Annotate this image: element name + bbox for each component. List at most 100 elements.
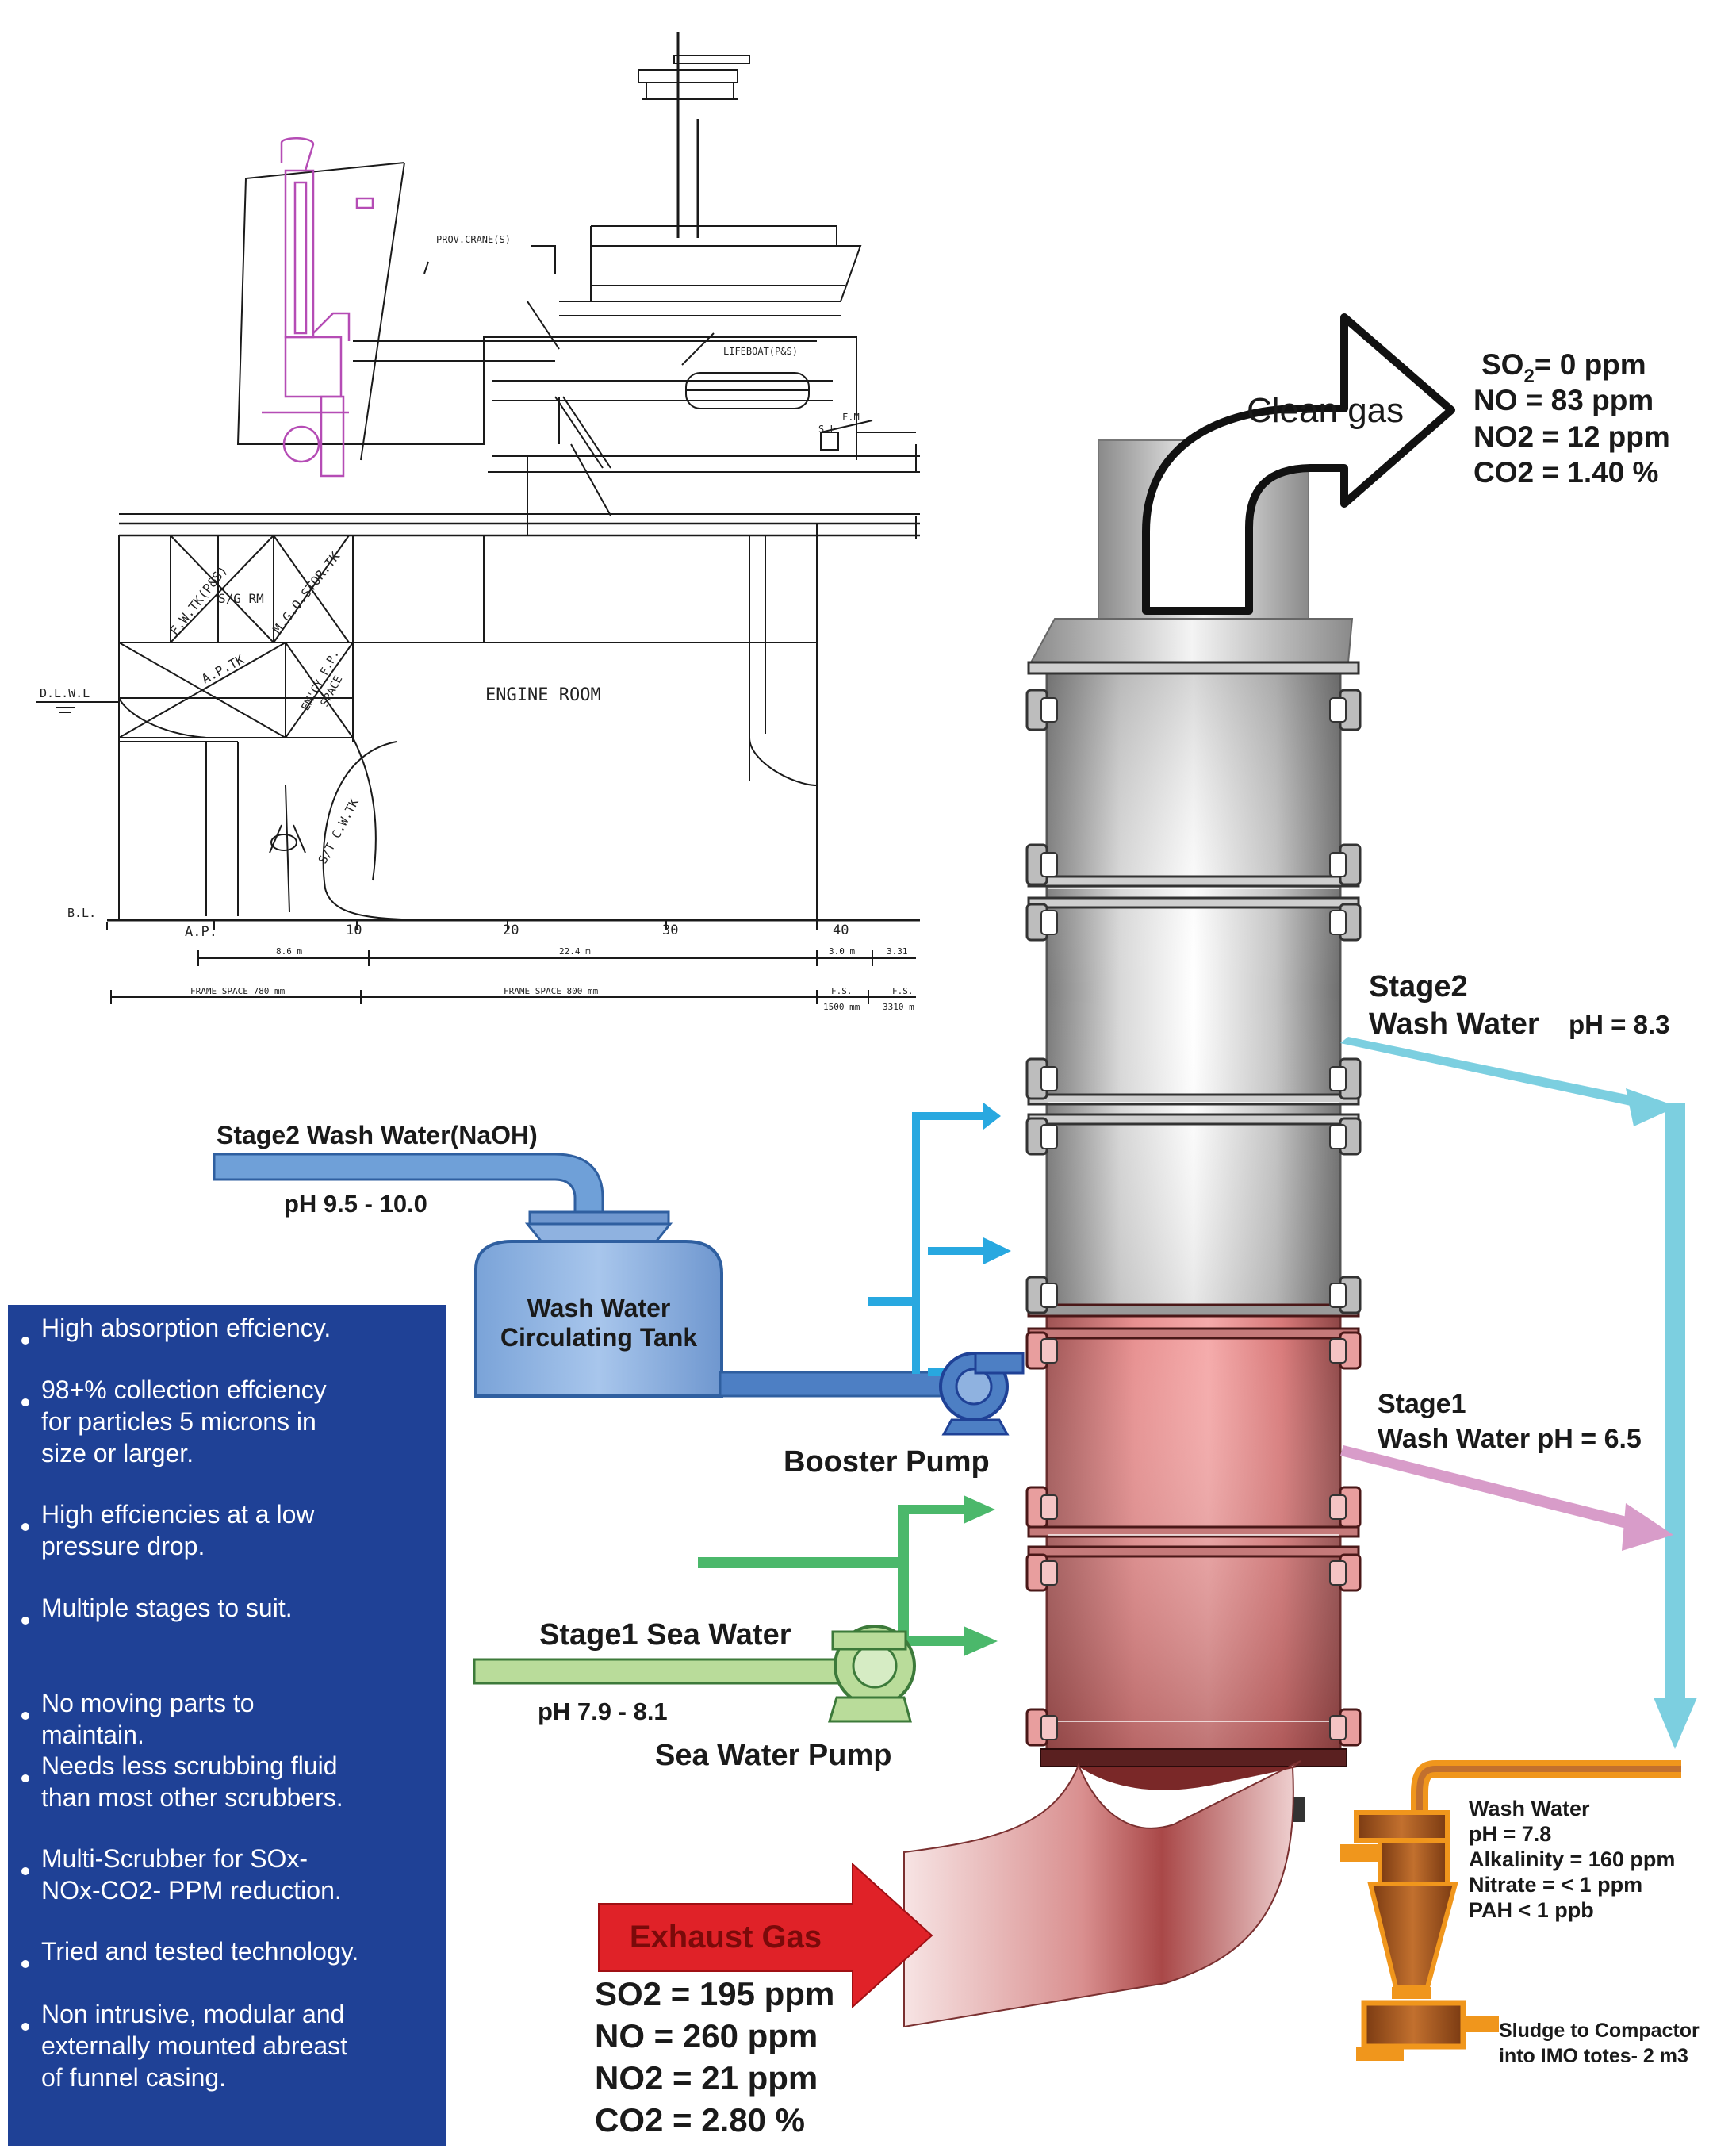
feature-item-line: than most other scrubbers.: [41, 1783, 343, 1812]
feature-bullet: [21, 1337, 29, 1345]
feature-item-line: size or larger.: [41, 1439, 194, 1467]
feature-item-line: maintain.: [41, 1721, 144, 1749]
stage2-return-line: [1340, 1037, 1697, 1749]
feature-item-line: Needs less scrubbing fluid: [41, 1751, 338, 1780]
feature-bullet: [21, 1523, 29, 1531]
booster-pump: [939, 1352, 1025, 1436]
wash-water-tank: Wash Water Circulating Tank: [474, 1210, 723, 1398]
feature-item-line: of funnel casing.: [41, 2063, 226, 2092]
feature-bullet: [21, 1867, 29, 1875]
stage2-title: Stage2: [1369, 970, 1468, 1003]
dim-3-31: 3.31: [887, 946, 908, 957]
fs-3310: 3310 m: [883, 1002, 914, 1012]
stage2-return-label: Stage2 Wash Water pH = 8.3: [1369, 970, 1669, 1041]
feature-item-line: Multi-Scrubber for SOx-: [41, 1844, 308, 1873]
stage1-supply-ph: pH 7.9 - 8.1: [538, 1698, 668, 1725]
bl-label: B.L.: [67, 906, 96, 920]
discharge-alkalinity: Alkalinity = 160 ppm: [1469, 1847, 1675, 1871]
fm-label: F.M: [842, 412, 860, 423]
exhaust-arrow: [598, 1862, 933, 2009]
stage2-ph: pH = 8.3: [1569, 1010, 1669, 1039]
sl-label: S.L: [818, 424, 836, 435]
stage2-supply-label: Stage2 Wash Water(NaOH): [217, 1121, 538, 1149]
exhaust-no: NO = 260 ppm: [595, 2017, 818, 2054]
sludge-label: Sludge to Compactor into IMO totes- 2 m3: [1499, 2020, 1700, 2067]
mgo-tk-label: M.G.O.STOR.TK: [270, 549, 343, 637]
frame-30: 30: [662, 923, 678, 938]
sg-rm-label: S/G RM: [218, 591, 264, 606]
feature-item-line: Tried and tested technology.: [41, 1937, 358, 1966]
clean-no-value: NO = 83 ppm: [1473, 384, 1654, 416]
dim-22-4: 22.4 m: [559, 946, 591, 957]
feature-item-line: High absorption effciency.: [41, 1314, 331, 1342]
dlwl-label: D.L.W.L: [40, 686, 90, 700]
stage2-supply-pipe: [213, 1153, 604, 1219]
feature-item-line: NOx-CO2- PPM reduction.: [41, 1876, 342, 1905]
stage1-title: Stage1: [1378, 1389, 1466, 1419]
sea-water-pump-label: Sea Water Pump: [655, 1739, 891, 1772]
exhaust-no2: NO2 = 21 ppm: [595, 2059, 818, 2097]
fs-label-2: F.S.: [892, 986, 914, 996]
feature-item-line: pressure drop.: [41, 1532, 205, 1560]
feature-item-line: Non intrusive, modular and: [41, 2000, 344, 2028]
funnel-scrubber-sketch: [262, 137, 374, 478]
clean-gas-arrow: [1142, 313, 1455, 615]
ap-label: A.P.: [185, 924, 217, 940]
clean-gas-values: SO2= 0 ppm NO = 83 ppm NO2 = 12 ppm CO2 …: [1473, 348, 1670, 489]
booster-pump-label: Booster Pump: [784, 1445, 990, 1479]
features-panel: [8, 1305, 446, 2146]
discharge-title: Wash Water: [1469, 1797, 1590, 1820]
feature-bullet: [21, 1960, 29, 1968]
clean-so2-value: = 0 ppm: [1535, 348, 1646, 381]
stage1-supply-label: Stage1 Sea Water: [539, 1618, 791, 1652]
clean-gas-label: Clean gas: [1247, 391, 1404, 430]
fs-label-1: F.S.: [831, 986, 853, 996]
exhaust-values: SO2 = 195 ppm NO = 260 ppm NO2 = 21 ppm …: [595, 1975, 834, 2139]
exhaust-label: Exhaust Gas: [630, 1920, 822, 1955]
discharge-ph: pH = 7.8: [1469, 1822, 1551, 1846]
discharge-values: Wash Water pH = 7.8 Alkalinity = 160 ppm…: [1469, 1797, 1675, 1922]
lifeboat-label: LIFEBOAT(P&S): [723, 346, 798, 357]
st-cw-tk-label: S/T C.W.TK: [316, 796, 362, 866]
frame-space-780: FRAME SPACE 780 mm: [190, 986, 286, 996]
feature-item-line: externally mounted abreast: [41, 2031, 347, 2060]
feature-item-line: 98+% collection effciency: [41, 1375, 327, 1404]
frame-10: 10: [346, 923, 362, 938]
feature-item-line: High effciencies at a low: [41, 1500, 315, 1529]
tank-label-line2: Circulating Tank: [500, 1323, 698, 1352]
drawing-labels: PROV.CRANE(S) LIFEBOAT(P&S) F.M S.L D.L.…: [40, 234, 914, 1012]
dim-8-6: 8.6 m: [276, 946, 302, 957]
svg-text:SO2= 0 ppm: SO2= 0 ppm: [1481, 348, 1646, 387]
feature-bullet: [21, 1712, 29, 1720]
feature-bullet: [21, 1617, 29, 1625]
stage2-wash-water: Wash Water: [1369, 1007, 1539, 1041]
feature-item-line: for particles 5 microns in: [41, 1407, 316, 1436]
stage2-distribution: [868, 1103, 1011, 1386]
stage1-wash-water-ph: Wash Water pH = 6.5: [1378, 1424, 1642, 1454]
feature-bullet: [21, 1774, 29, 1782]
sludge-line2: into IMO totes- 2 m3: [1499, 2045, 1688, 2067]
dim-3-0: 3.0 m: [829, 946, 855, 957]
tower-top-cone: [1029, 618, 1354, 663]
sludge-line1: Sludge to Compactor: [1499, 2020, 1700, 2042]
engine-room-label: ENGINE ROOM: [485, 685, 601, 705]
clean-co2-value: CO2 = 1.40 %: [1473, 456, 1658, 489]
sea-water-pump: [827, 1625, 916, 1723]
prov-crane-label: PROV.CRANE(S): [436, 234, 511, 245]
clean-no2-value: NO2 = 12 ppm: [1473, 420, 1670, 453]
exhaust-duct: [903, 1760, 1301, 2028]
discharge-nitrate: Nitrate = < 1 ppm: [1469, 1873, 1642, 1897]
ship-drawing: [36, 32, 920, 1004]
tank-label-line1: Wash Water: [527, 1294, 671, 1322]
frame-20: 20: [503, 923, 519, 938]
discharge-pah: PAH < 1 ppb: [1469, 1898, 1594, 1922]
stage2-supply-ph: pH 9.5 - 10.0: [284, 1190, 427, 1218]
exhaust-co2: CO2 = 2.80 %: [595, 2101, 805, 2139]
feature-item-line: No moving parts to: [41, 1689, 255, 1717]
exhaust-so2: SO2 = 195 ppm: [595, 1975, 834, 2012]
stage1-return-line: [1340, 1445, 1646, 1533]
frame-40: 40: [833, 923, 849, 938]
fs-1500: 1500 mm: [823, 1002, 860, 1012]
stage1-distribution: [698, 1495, 998, 1656]
